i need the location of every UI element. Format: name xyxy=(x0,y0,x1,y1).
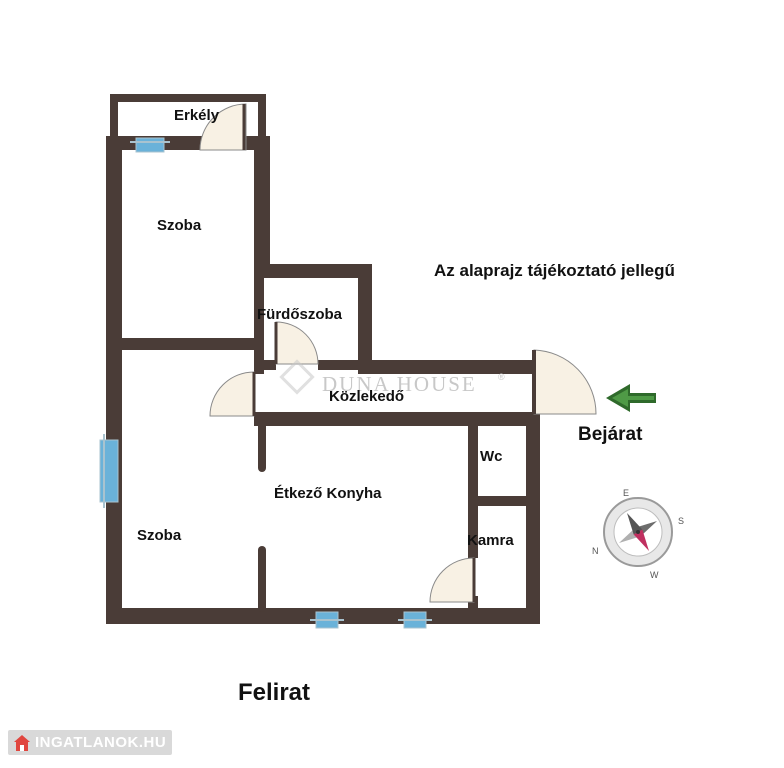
door-swing-icon xyxy=(199,103,247,151)
watermark: DUNA HOUSE ® xyxy=(279,359,505,396)
compass-s: S xyxy=(678,516,684,526)
compass-w: W xyxy=(650,570,659,580)
wall xyxy=(468,596,478,616)
compass-icon: E S W N xyxy=(592,488,684,580)
house-icon xyxy=(14,734,30,751)
label-room-top: Szoba xyxy=(157,217,202,234)
wall xyxy=(526,412,540,624)
wall xyxy=(254,366,264,374)
diamond-logo-icon xyxy=(279,359,315,395)
caption: Felirat xyxy=(238,679,310,706)
label-room-bottom: Szoba xyxy=(137,527,182,544)
label-balcony: Erkély xyxy=(174,107,220,124)
label-bathroom: Fürdőszoba xyxy=(257,306,343,323)
window-icon xyxy=(99,434,119,508)
wall xyxy=(358,360,540,374)
wall xyxy=(254,264,372,278)
door-swing-icon xyxy=(532,349,597,415)
wall xyxy=(258,94,266,142)
label-hallway: Közlekedő xyxy=(329,388,404,405)
wall xyxy=(254,412,540,426)
door-swing-icon xyxy=(274,321,319,365)
door-swing-icon xyxy=(429,557,476,603)
compass-n: N xyxy=(592,546,599,556)
watermark-text: DUNA HOUSE xyxy=(322,372,477,396)
ingatlanok-logo[interactable]: INGATLANOK.HU xyxy=(8,730,173,755)
wall xyxy=(258,420,266,472)
disclaimer-note: Az alaprajz tájékoztató jellegű xyxy=(434,261,675,280)
window-icon xyxy=(398,611,432,629)
windows xyxy=(99,137,432,629)
wall xyxy=(258,546,266,612)
wall xyxy=(254,136,270,278)
wall xyxy=(254,278,264,362)
wall xyxy=(106,136,122,624)
door-swing-icon xyxy=(209,371,256,417)
wall xyxy=(468,412,478,558)
wall xyxy=(110,94,118,142)
label-wc: Wc xyxy=(480,448,503,465)
wall xyxy=(358,264,372,374)
wall xyxy=(122,338,262,350)
wall xyxy=(468,496,534,506)
wall xyxy=(318,360,360,370)
entrance-label: Bejárat xyxy=(578,424,643,445)
label-kitchen: Étkező Konyha xyxy=(274,485,382,502)
label-pantry: Kamra xyxy=(467,532,514,549)
logo-text: INGATLANOK.HU xyxy=(35,734,167,751)
arrow-left-icon xyxy=(606,384,656,412)
wall xyxy=(110,94,266,102)
compass-e: E xyxy=(623,488,629,498)
doors xyxy=(199,103,597,603)
window-icon xyxy=(130,137,170,153)
wall xyxy=(254,360,276,370)
watermark-mark: ® xyxy=(498,372,505,382)
window-icon xyxy=(310,611,344,629)
